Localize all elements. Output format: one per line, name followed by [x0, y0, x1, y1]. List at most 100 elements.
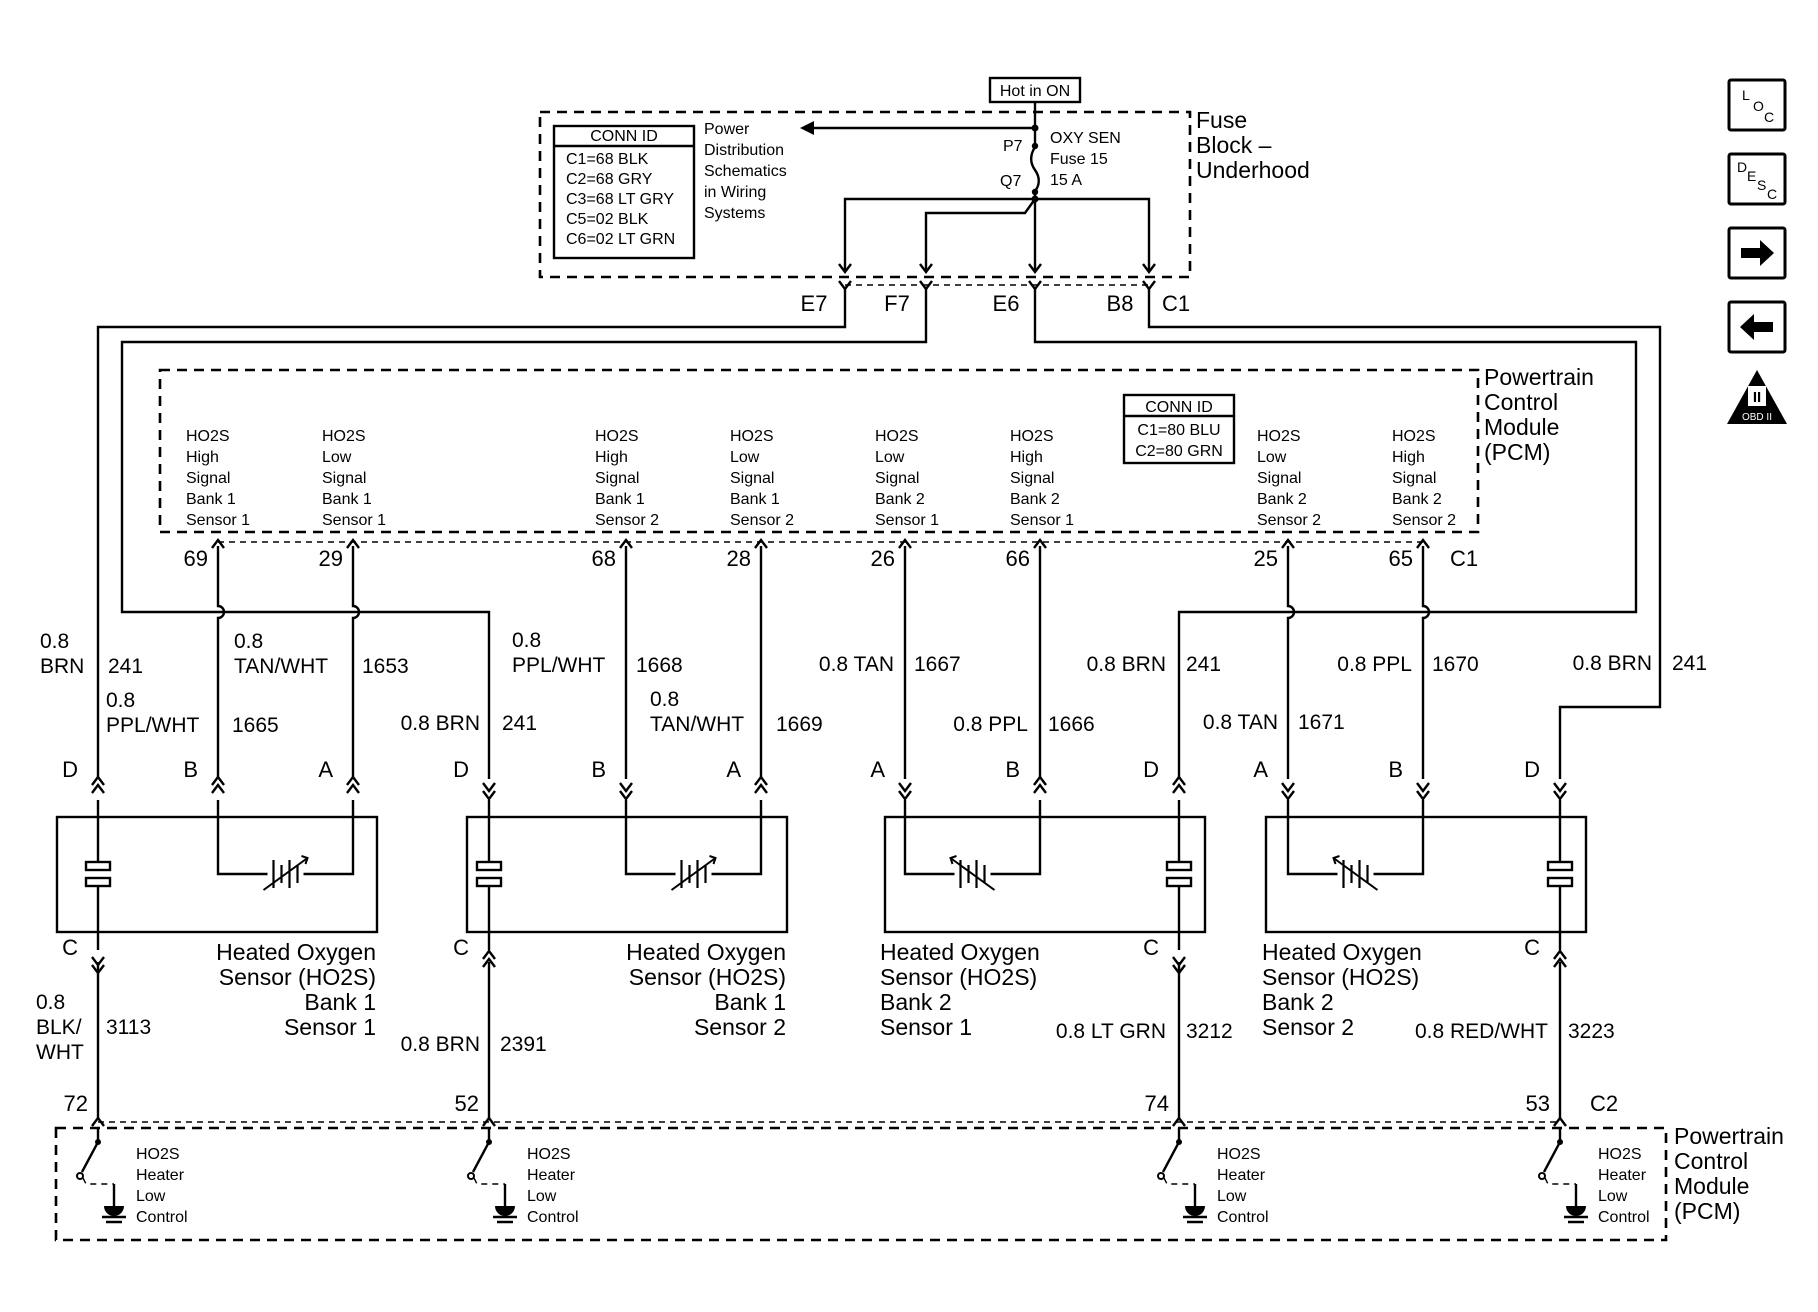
fuse-pin-q7: Q7 [1000, 173, 1021, 190]
svg-text:O: O [1753, 98, 1764, 114]
sensor-pin-label: C [1143, 935, 1159, 960]
pcm-pin-29: 29 [319, 546, 343, 571]
wire-color: PPL/WHT [106, 714, 200, 737]
sensor-title: Bank 2 [1262, 989, 1334, 1015]
pcm-signal-label: Low [730, 449, 760, 466]
sensing-cell-icon [670, 855, 717, 891]
pcm-signal-label: Signal [1257, 470, 1301, 487]
sensor-pin-label: D [62, 757, 78, 782]
sensor-pin-label: A [726, 757, 741, 782]
signal-wire-65 [1421, 546, 1431, 779]
wire-color: 0.8 PPL [1337, 653, 1412, 676]
power-dist-text: Power [704, 121, 750, 138]
sensor-title: Bank 1 [714, 989, 786, 1015]
ground-icon [1183, 1206, 1207, 1224]
wire-circuit: 1653 [362, 655, 409, 678]
svg-text:C: C [1764, 109, 1774, 125]
signal-wire-25 [1286, 546, 1296, 779]
pcm-pin-53: 53 [1526, 1091, 1550, 1116]
heater-wires [96, 962, 1562, 1118]
power-dist-text: Systems [704, 205, 765, 222]
pcm-bottom-title: Control [1674, 1148, 1748, 1174]
pcm-bottom: Powertrain Control Module (PCM) C2 72HO2… [54, 1091, 1784, 1242]
wire-circuit: 2391 [500, 1033, 547, 1056]
feed-wire-sensor-b2s1 [1033, 289, 1638, 779]
heater-control-label: Control [136, 1209, 188, 1226]
feed-wire-sensor-b1s2 [120, 289, 928, 779]
sensor-pin-label: B [1005, 757, 1020, 782]
fuse-output-e6: E6 [993, 291, 1020, 316]
pcm-top-title: Powertrain [1484, 364, 1594, 390]
wire-circuit: 1667 [914, 653, 961, 676]
heater-control-label: HO2S [1598, 1146, 1642, 1163]
fuse-conn-id-box [552, 124, 696, 260]
sensor-title: Sensor (HO2S) [880, 964, 1037, 990]
wire-gauge: 0.8 [106, 689, 135, 712]
sensor-pin-label: A [1253, 757, 1268, 782]
wire-circuit: 3212 [1186, 1020, 1233, 1043]
wire-color: 0.8 PPL [953, 713, 1028, 736]
sensor-pin-label: B [591, 757, 606, 782]
ground-icon [493, 1206, 517, 1224]
svg-text:C: C [1767, 186, 1777, 202]
heater-control-label: Low [527, 1188, 557, 1205]
pcm-signal-label: Sensor 1 [186, 512, 250, 529]
wire-gauge: 0.8 [512, 629, 541, 652]
svg-text:L: L [1742, 87, 1750, 103]
pcm-signal-label: HO2S [875, 428, 919, 445]
pcm-signal-label: High [595, 449, 628, 466]
power-dist-text: Schematics [704, 163, 787, 180]
fuse-output-b8: B8 [1107, 291, 1134, 316]
pcm-signal-label: Bank 2 [1392, 491, 1442, 508]
desc-icon[interactable]: D E S C [1727, 152, 1787, 206]
obd-ii-icon[interactable]: II OBD II [1727, 370, 1787, 424]
loc-icon[interactable]: L O C [1727, 78, 1787, 132]
forward-arrow-icon[interactable] [1727, 226, 1787, 280]
wire-circuit: 1671 [1298, 711, 1345, 734]
pcm-signal-label: Signal [1010, 470, 1054, 487]
wire-circuit: 3113 [106, 1016, 151, 1039]
fuse-output-e7: E7 [801, 291, 828, 316]
pcm-pin-69: 69 [184, 546, 208, 571]
pcm-pin-65: 65 [1389, 546, 1413, 571]
pcm-signal-label: Low [322, 449, 352, 466]
heater-element-icon [1165, 860, 1193, 888]
fuse-conn-row: C1=68 BLK [566, 151, 649, 168]
pcm-signal-label: HO2S [1257, 428, 1301, 445]
pcm-signal-label: Signal [595, 470, 639, 487]
back-arrow-icon[interactable] [1727, 300, 1787, 354]
wire-color: PPL/WHT [512, 654, 606, 677]
pcm-signal-label: Bank 1 [322, 491, 372, 508]
wire-color: 0.8 LT GRN [1056, 1020, 1166, 1043]
wire-circuit: 3223 [1568, 1020, 1615, 1043]
pcm-signal-label: Bank 2 [875, 491, 925, 508]
sensor-title: Sensor 2 [1262, 1014, 1354, 1040]
fuse-label: OXY SEN [1050, 130, 1121, 147]
pcm-signal-label: Sensor 2 [730, 512, 794, 529]
pcm-signal-label: High [186, 449, 219, 466]
wire-color: BLK/ [36, 1016, 82, 1039]
pcm-pin-68: 68 [592, 546, 616, 571]
heater-element-icon [84, 860, 112, 888]
sensor-title: Bank 2 [880, 989, 952, 1015]
pcm-signal-label: HO2S [1010, 428, 1054, 445]
pcm-pin-26: 26 [871, 546, 895, 571]
heater-control-label: Control [527, 1209, 579, 1226]
fuse-15-icon [1030, 146, 1040, 192]
hot-in-on-label: Hot in ON [1000, 83, 1070, 100]
wire-color: 0.8 BRN [401, 1033, 480, 1056]
pcm-signal-label: Sensor 2 [595, 512, 659, 529]
pcm-signal-label: Bank 1 [730, 491, 780, 508]
pcm-signal-label: Sensor 1 [322, 512, 386, 529]
svg-text:II: II [1753, 389, 1761, 406]
pcm-connector-c2: C2 [1590, 1091, 1618, 1116]
heater-control-label: Low [1598, 1188, 1628, 1205]
sensor-title: Heated Oxygen [626, 939, 786, 965]
pcm-conn-row: C2=80 GRN [1135, 443, 1223, 460]
fuse-connector-c1: C1 [1162, 291, 1190, 316]
